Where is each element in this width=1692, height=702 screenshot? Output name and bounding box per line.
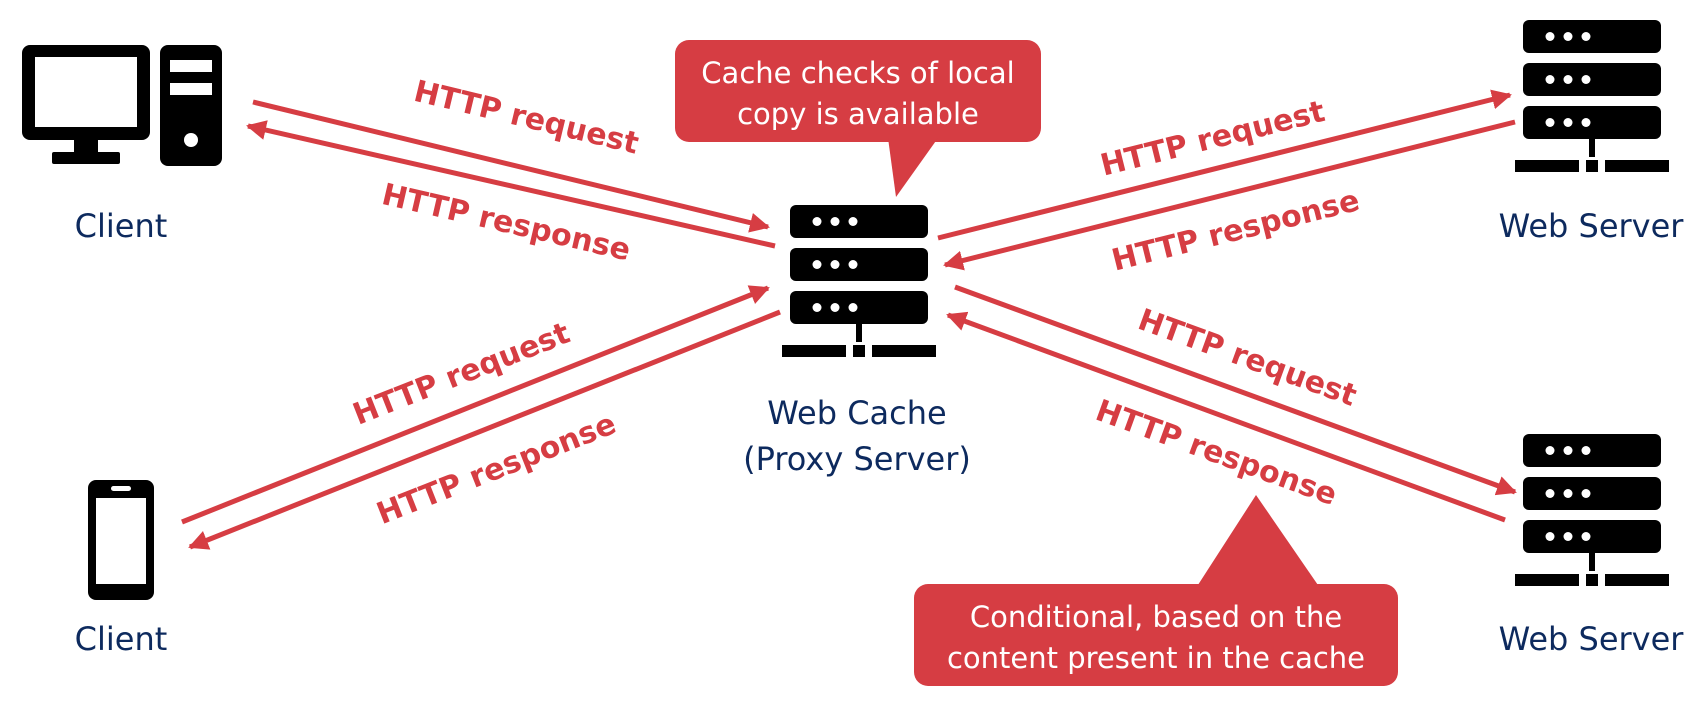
client-top-request-arrow	[252, 99, 770, 233]
client-bottom-response-arrow	[188, 309, 781, 550]
client-top-response-arrow	[246, 120, 776, 249]
cache-check-callout-line2: copy is available	[737, 97, 979, 131]
arrows	[181, 89, 1517, 550]
client-top-label: Client	[75, 207, 168, 245]
web-cache-label-line2: (Proxy Server)	[743, 440, 971, 478]
client-top-response-label: HTTP response	[379, 177, 634, 268]
web-cache-server-icon	[782, 205, 936, 357]
server-top-response-arrow	[943, 119, 1516, 271]
web-server-bottom-icon	[1515, 434, 1669, 586]
conditional-callout-line1: Conditional, based on the	[970, 600, 1342, 634]
conditional-callout: Conditional, based on the content presen…	[914, 495, 1398, 686]
web-server-top-label: Web Server	[1499, 207, 1685, 245]
cache-check-callout-line1: Cache checks of local	[701, 56, 1014, 90]
web-server-top-icon	[1515, 20, 1669, 172]
server-top-response-label: HTTP response	[1108, 183, 1363, 278]
web-cache-label-line1: Web Cache	[767, 394, 946, 432]
server-top-request-arrow	[937, 89, 1512, 241]
server-bottom-response-arrow	[946, 311, 1506, 523]
client-bottom-request-arrow	[181, 285, 770, 525]
cache-check-callout: Cache checks of local copy is available	[675, 40, 1041, 197]
client-bottom-request-label: HTTP request	[348, 316, 575, 433]
client-bottom-label: Client	[75, 620, 168, 658]
server-bottom-request-arrow	[954, 284, 1517, 496]
web-server-bottom-label: Web Server	[1499, 620, 1685, 658]
desktop-computer-icon	[22, 45, 222, 166]
smartphone-icon	[88, 480, 154, 600]
conditional-callout-line2: content present in the cache	[947, 641, 1365, 675]
